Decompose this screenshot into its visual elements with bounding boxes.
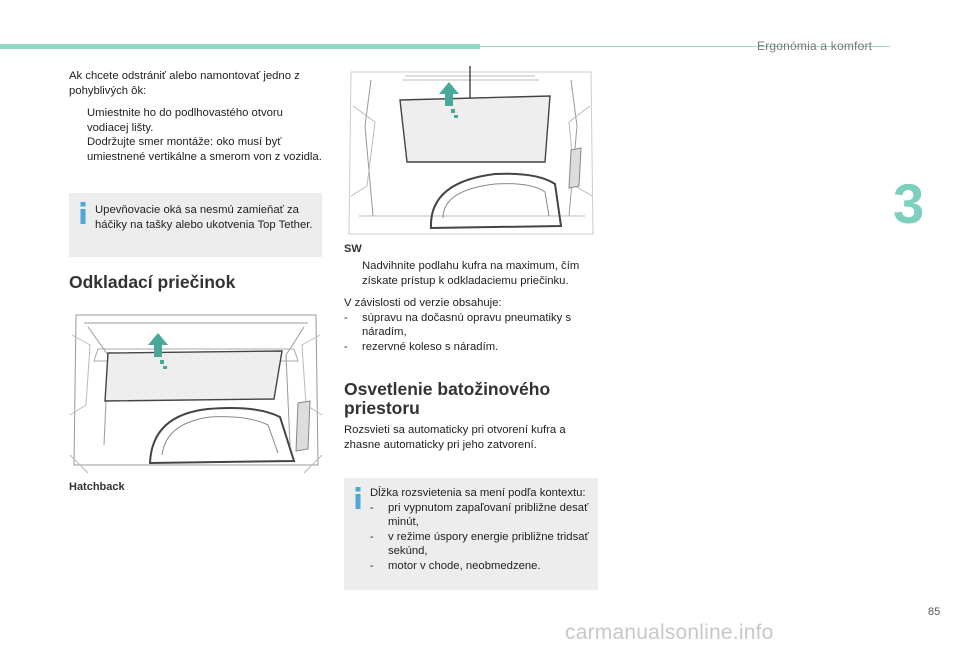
watermark: carmanualsonline.info — [565, 621, 774, 644]
version-intro: V závislosti od verzie obsahuje: — [344, 297, 502, 309]
list-item: - v režime úspory energie približne trid… — [370, 530, 589, 558]
info-icon — [80, 202, 86, 224]
list-item: - rezervné koleso s náradím. — [344, 340, 499, 353]
note-text: Dĺžka rozsvietenia sa mení podľa kontext… — [370, 487, 589, 572]
info-icon — [355, 487, 361, 509]
figure-caption-hatchback: Hatchback — [69, 481, 125, 493]
right-text-block: Nadvihnite podlahu kufra na maximum, čím… — [344, 259, 600, 354]
hatchback-trunk-illustration — [69, 314, 323, 474]
note-text: Upevňovacie oká sa nesmú zamieňať za háč… — [95, 204, 313, 231]
info-note: Upevňovacie oká sa nesmú zamieňať za háč… — [69, 193, 322, 257]
list-item: Nadvihnite podlahu kufra na maximum, čím… — [344, 259, 600, 288]
intro-paragraph: Ak chcete odstrániť alebo namontovať jed… — [69, 70, 300, 97]
figure-caption-sw: SW — [344, 243, 362, 255]
bullet-marker — [69, 106, 87, 135]
bullet-marker — [344, 259, 362, 288]
bullet-marker — [69, 135, 87, 164]
section-title-lighting: Osvetlenie batožinového priestoru — [344, 379, 551, 418]
header-accent-bar — [0, 44, 480, 49]
list-item: - súpravu na dočasnú opravu pneumatiky s… — [344, 311, 572, 339]
list-item: - pri vypnutom zapaľovaní približne desa… — [370, 501, 589, 529]
chapter-title: Ergonómia a komfort — [757, 39, 873, 53]
list-item: Dodržujte smer montáže: oko musí byť umi… — [69, 135, 324, 164]
section-title-storage: Odkladací priečinok — [69, 272, 236, 292]
chapter-number: 3 — [893, 172, 925, 235]
left-text-block: Ak chcete odstrániť alebo namontovať jed… — [69, 69, 324, 164]
lighting-paragraph: Rozsvieti sa automaticky pri otvorení ku… — [344, 424, 566, 451]
info-note-lighting: Dĺžka rozsvietenia sa mení podľa kontext… — [344, 478, 598, 590]
sw-trunk-illustration — [348, 66, 594, 235]
page-number: 85 — [928, 606, 941, 618]
list-item: Umiestnite ho do podlhovastého otvoru vo… — [69, 106, 324, 135]
header-rule — [480, 46, 890, 47]
list-item: - motor v chode, neobmedzene. — [370, 559, 541, 572]
